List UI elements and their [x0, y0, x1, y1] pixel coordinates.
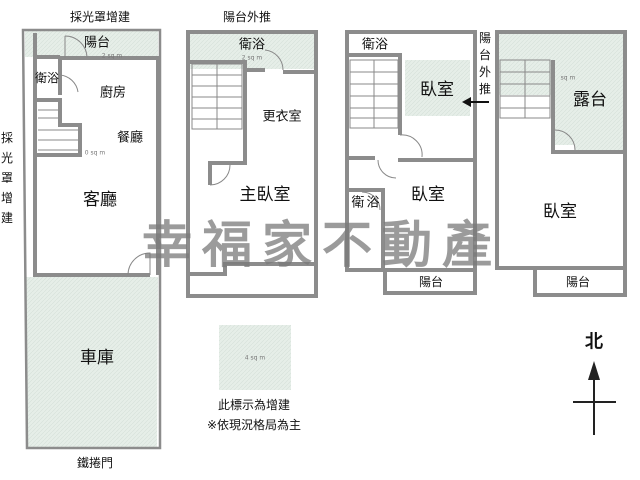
- floor4-area-a: sq m: [561, 75, 576, 82]
- floor2-stair-door: [209, 164, 231, 186]
- floor1-garage-label: 車庫: [80, 348, 114, 368]
- floor2-area-a: 2 sq m: [242, 55, 263, 62]
- floor3-bedroom-door: [399, 134, 423, 158]
- floor3-plan: 衛浴 臥室 臥室 衛 浴 陽台 陽 台 外 推: [345, 30, 491, 295]
- floor2-walls: [190, 60, 316, 276]
- north-arrow-icon: [573, 361, 616, 435]
- floor1-area-b: 0 sq m: [85, 150, 106, 157]
- floor3-side-note-char: 外: [479, 65, 491, 79]
- legend-line1: 此標示為增建: [218, 398, 290, 412]
- floor1-side-note-char: 罩: [1, 171, 13, 185]
- compass: 北: [573, 332, 616, 435]
- floor1-side-note-char: 採: [1, 131, 13, 145]
- floor4-terrace-extension: [498, 34, 624, 152]
- floor3-bedroom-back-label: 臥室: [411, 185, 445, 205]
- legend: 4 sq m 此標示為增建 ※依現況格局為主: [207, 325, 301, 432]
- floor4-outer-wall: [495, 30, 627, 297]
- floor2-closet-label: 更衣室: [262, 109, 301, 125]
- floor2-outer-wall: [186, 30, 318, 298]
- floor3-bathroom-side-char: 衛: [351, 196, 364, 211]
- floor3-hall-door: [377, 159, 397, 179]
- floor3-bath-door: [361, 191, 381, 211]
- legend-extension-swatch: [219, 325, 291, 390]
- floor1-top-note: 採光罩增建: [70, 10, 130, 24]
- legend-swatch-area: 4 sq m: [245, 355, 266, 362]
- floor1-area-a: 2 sq m: [102, 53, 123, 60]
- floor4-terrace-label: 露台: [573, 90, 607, 110]
- floor1-bath-door: [59, 74, 79, 93]
- floor4-balcony-label: 陽台: [566, 274, 590, 289]
- floor3-bathroom-side-char: 浴: [366, 196, 379, 211]
- floor1-garage-door-label: 鐵捲門: [77, 455, 113, 470]
- floor1-side-note: 採 光 罩 增 建: [1, 131, 13, 225]
- arrow-left-icon: [462, 97, 489, 107]
- floor1-outer-wall: [21, 28, 162, 450]
- floor2-top-note: 陽台外推: [223, 9, 271, 24]
- floor3-side-note-char: 推: [479, 82, 491, 96]
- floor4-stairs: [499, 59, 551, 119]
- floor3-walls: [347, 53, 475, 272]
- floor1-living-label: 客廳: [83, 190, 117, 210]
- floor2-master-bedroom-label: 主臥室: [240, 185, 291, 205]
- floor4-bedroom-label: 臥室: [543, 202, 577, 222]
- floor1-side-note-char: 建: [1, 211, 13, 225]
- floor3-bedroom-extension: [405, 60, 470, 116]
- compass-north-label: 北: [585, 332, 603, 353]
- floor1-balcony-label: 陽台: [84, 36, 110, 51]
- floor4-walls: [535, 60, 625, 270]
- floor1-side-note-char: 增: [1, 191, 13, 205]
- floor2-plan: 衛浴 2 sq m 更衣室 主臥室 陽台外推: [186, 9, 318, 298]
- floor1-entry-door: [127, 252, 151, 276]
- floor2-bathroom-label: 衛浴: [239, 38, 265, 53]
- floor2-stairs: [191, 63, 243, 130]
- watermark: 幸福家不動產: [142, 216, 502, 274]
- floor1-balcony-extension: [25, 31, 158, 57]
- floor1-kitchen-label: 廚房: [100, 85, 126, 101]
- floor3-stairs: [349, 59, 399, 129]
- floor3-bathroom-top-label: 衛浴: [362, 38, 388, 53]
- legend-line2: ※依現況格局為主: [207, 417, 301, 432]
- floor1-dining-label: 餐廳: [117, 130, 143, 146]
- floor3-side-note: 陽 台 外 推: [479, 31, 491, 96]
- floor2-bath-door: [264, 49, 284, 71]
- floor1-plan: 陽台 2 sq m 0 sq m 衛浴 廚房 餐廳 客廳 車庫 鐵捲門 採光罩增…: [1, 10, 162, 470]
- floor1-bathroom-label: 衛浴: [35, 71, 59, 85]
- floor1-side-note-char: 光: [1, 151, 13, 165]
- floor1-balcony-door: [64, 35, 88, 59]
- floor3-bedroom-front-label: 臥室: [420, 80, 454, 100]
- floor3-side-note-char: 陽: [479, 31, 491, 45]
- floor4-terrace-door: [554, 129, 576, 151]
- floor1-walls: [33, 33, 160, 277]
- floor3-balcony-label: 陽台: [419, 274, 443, 289]
- floor4-plan: sq m 露台 臥室 陽台: [495, 30, 627, 297]
- floor1-garage-extension: [25, 277, 158, 447]
- floor3-side-note-char: 台: [479, 47, 491, 62]
- floor1-stairs: [38, 109, 78, 151]
- floor3-outer-wall: [345, 30, 477, 295]
